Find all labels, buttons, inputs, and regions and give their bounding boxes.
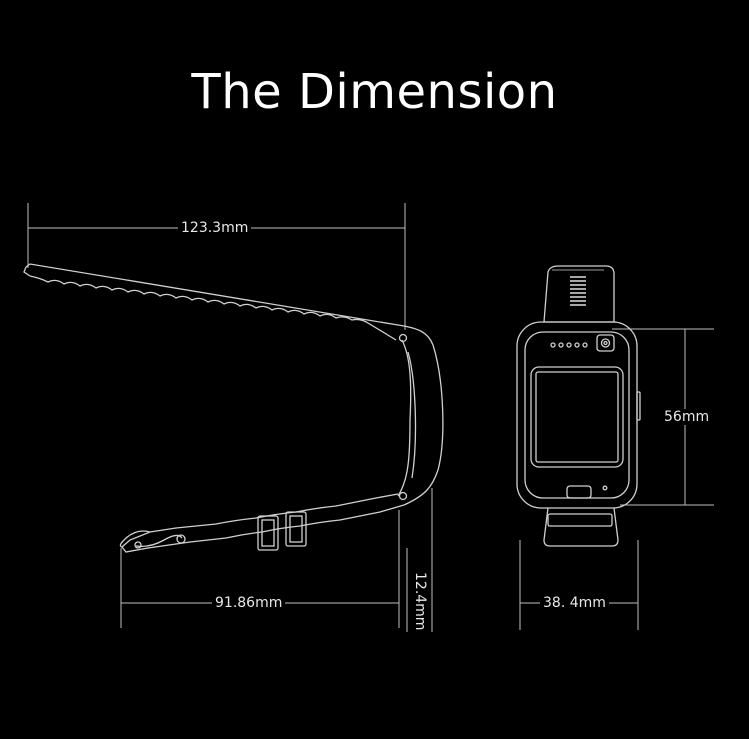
band-inner-label: 91.86mm <box>212 595 286 611</box>
watch-front-view <box>516 265 641 547</box>
band-length-label: 123.3mm <box>178 220 252 236</box>
watch-width-label: 38. 4mm <box>540 595 609 611</box>
watch-height-label: 56mm <box>661 409 713 425</box>
band-side-view <box>23 263 444 553</box>
page-title: The Dimension <box>191 64 558 120</box>
thickness-label: 12.4mm <box>412 572 428 631</box>
